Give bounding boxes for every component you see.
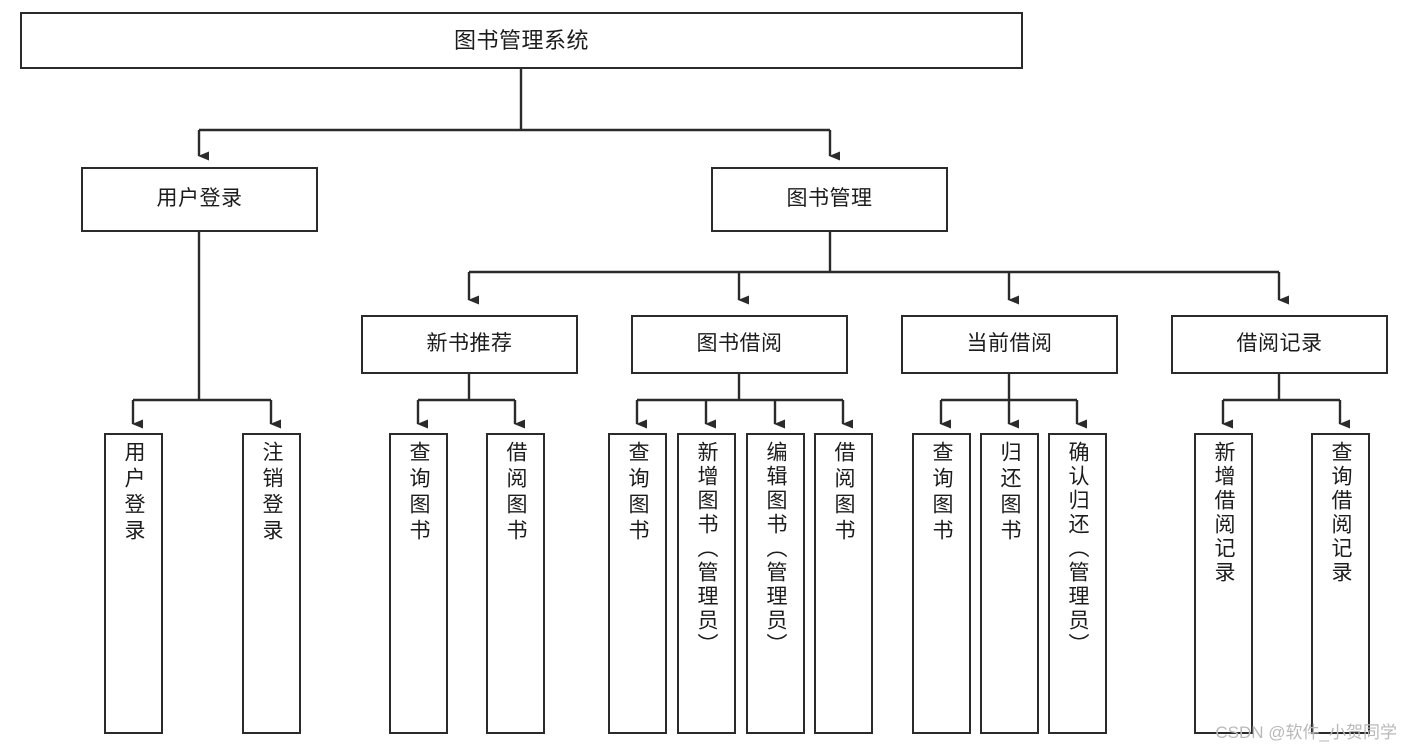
node-label: 用户登录 [156,187,243,211]
node-label: 查询图书 [407,441,430,545]
node-label: 查询图书 [930,441,953,545]
node-label: 用户登录 [122,441,145,545]
node-book-borrow[interactable]: 图书借阅 [631,315,848,374]
node-current-borrow[interactable]: 当前借阅 [901,315,1118,374]
node-label: 借阅记录 [1236,332,1323,356]
node-label: 确认归还（管理员） [1066,441,1089,657]
node-root-system[interactable]: 图书管理系统 [20,12,1023,69]
node-label: 归还图书 [998,441,1021,545]
node-label: 编辑图书（管理员） [764,441,787,657]
leaf-confirm-return-admin[interactable]: 确认归还（管理员） [1048,433,1107,734]
leaf-return-book[interactable]: 归还图书 [980,433,1039,734]
leaf-add-book-admin[interactable]: 新增图书（管理员） [677,433,736,734]
node-new-book-recommend[interactable]: 新书推荐 [361,315,578,374]
node-label: 当前借阅 [966,332,1053,356]
leaf-query-book-recommend[interactable]: 查询图书 [389,433,448,734]
node-label: 新书推荐 [426,332,513,356]
node-label: 图书借阅 [696,332,783,356]
leaf-query-book-current[interactable]: 查询图书 [912,433,971,734]
node-label: 借阅图书 [832,441,855,545]
node-label: 新增借阅记录 [1212,441,1235,585]
leaf-query-borrow-record[interactable]: 查询借阅记录 [1311,433,1370,734]
node-user-login[interactable]: 用户登录 [81,167,318,232]
leaf-user-login[interactable]: 用户登录 [104,433,163,734]
leaf-edit-book-admin[interactable]: 编辑图书（管理员） [746,433,805,734]
node-label: 查询借阅记录 [1329,441,1352,585]
leaf-borrow-book-borrow[interactable]: 借阅图书 [814,433,873,734]
node-label: 图书管理系统 [453,27,589,53]
node-label: 查询图书 [626,441,649,545]
leaf-query-book-borrow[interactable]: 查询图书 [608,433,667,734]
node-borrow-record[interactable]: 借阅记录 [1171,315,1388,374]
node-label: 注销登录 [260,441,283,545]
leaf-borrow-book-recommend[interactable]: 借阅图书 [486,433,545,734]
leaf-add-borrow-record[interactable]: 新增借阅记录 [1194,433,1253,734]
node-label: 新增图书（管理员） [695,441,718,657]
node-book-manage[interactable]: 图书管理 [711,167,948,232]
node-label: 借阅图书 [504,441,527,545]
watermark-text: CSDN @软件_小贺同学 [1215,723,1397,742]
node-label: 图书管理 [786,187,873,211]
leaf-logout-login[interactable]: 注销登录 [242,433,301,734]
